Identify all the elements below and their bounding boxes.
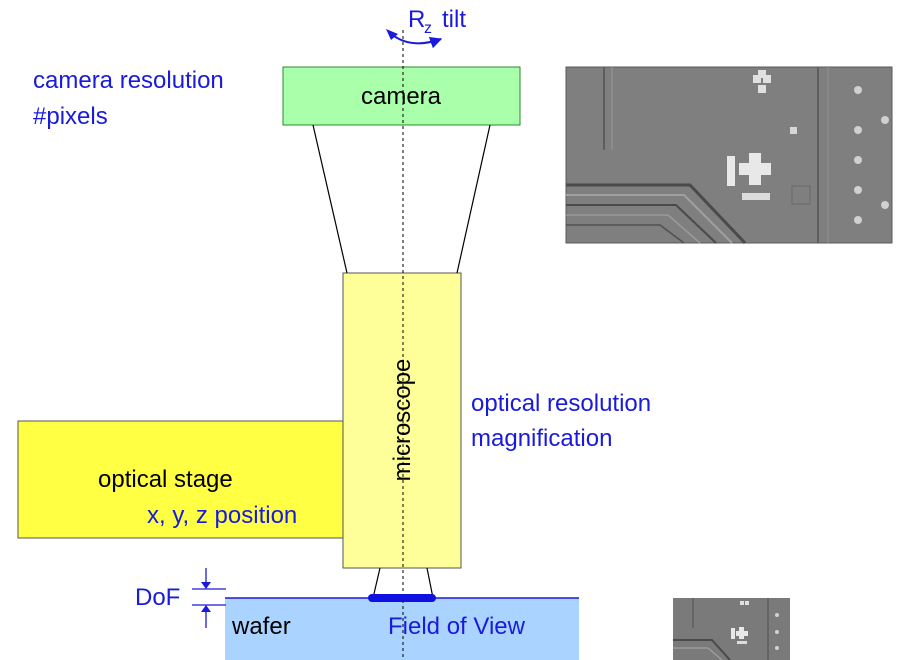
large-micrograph-image [565,66,893,245]
lower-cone-left [372,567,381,599]
field-of-view-bar [368,594,436,602]
camera-resolution-label: camera resolution [33,67,224,94]
cone-line-right [456,124,491,274]
tilt-arrow-icon [389,32,443,49]
field-of-view-label: Field of View [388,613,526,640]
microscope-label: microscope [389,359,416,482]
dof-arrowhead-up-icon [201,605,211,612]
optical-resolution-label: optical resolution [471,390,651,417]
tilt-label-subscript: z [424,20,432,37]
microscope-box [342,272,462,569]
dof-label: DoF [135,584,180,611]
optical-stage-box [17,420,346,539]
stage-position-label: x, y, z position [147,502,297,529]
cone-line-left [312,124,348,274]
tilt-arrow-start-icon [386,29,398,40]
lower-cone-right [426,567,434,599]
small-micrograph-image [673,598,790,660]
dof-arrowhead-down-icon [201,582,211,589]
wafer-label: wafer [231,613,291,640]
camera-label: camera [361,83,442,110]
tilt-label-word: tilt [442,6,466,33]
tilt-label-r: R [408,6,425,33]
pixels-label: #pixels [33,103,108,130]
wafer-body [225,598,579,660]
magnification-label: magnification [471,425,612,452]
camera-box [282,66,521,126]
optical-stage-label: optical stage [98,466,233,493]
